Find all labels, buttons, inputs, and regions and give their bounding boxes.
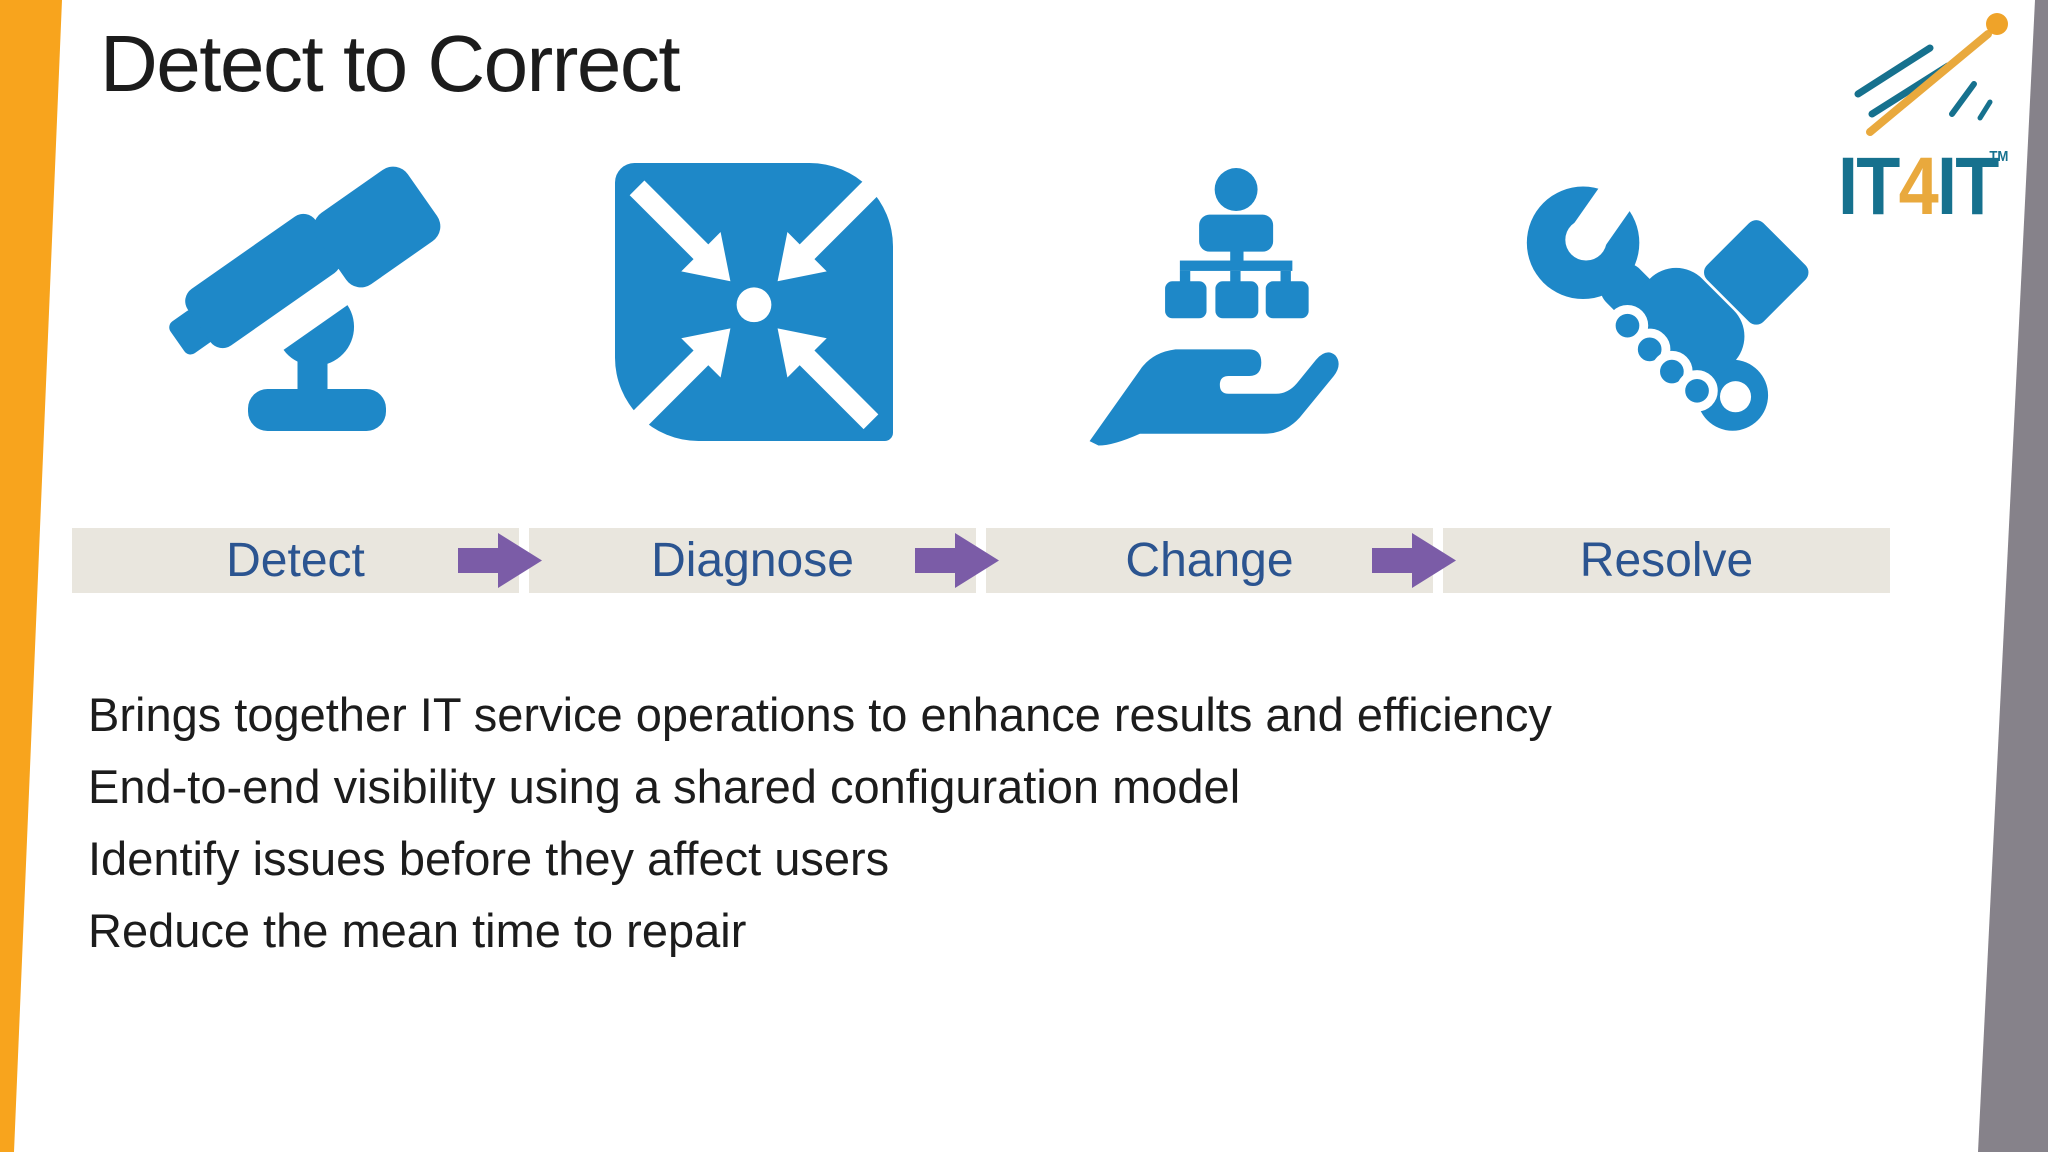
stage-icon-cell-resolve bbox=[1436, 146, 1891, 458]
bullet-line: End-to-end visibility using a shared con… bbox=[88, 760, 1241, 813]
bullet-line: Reduce the mean time to repair bbox=[88, 904, 747, 957]
stage-segment-diagnose: Diagnose bbox=[529, 528, 976, 593]
bullet-list: Brings together IT service operations to… bbox=[88, 679, 1848, 967]
stage-icons-row bbox=[72, 146, 1890, 458]
stage-icon-cell-change bbox=[981, 146, 1436, 458]
converging-arrows-icon bbox=[614, 163, 893, 441]
trademark-symbol: TM bbox=[1989, 148, 2009, 165]
stage-icon-cell-diagnose bbox=[527, 146, 982, 458]
hand-org-chart-icon bbox=[1089, 168, 1339, 446]
logo-4: 4 bbox=[1898, 141, 1939, 232]
page-title: Detect to Correct bbox=[100, 19, 681, 108]
logo-text: IT4IT TM bbox=[1838, 140, 2008, 234]
stage-icon-cell-detect bbox=[72, 146, 527, 458]
stage-label-resolve: Resolve bbox=[1579, 534, 1754, 587]
stage-label-detect: Detect bbox=[226, 534, 365, 587]
bullet-line: Brings together IT service operations to… bbox=[88, 688, 1552, 741]
comet-streaks-icon bbox=[1854, 13, 2008, 136]
stage-segment-resolve: Resolve bbox=[1443, 528, 1890, 593]
stage-segment-change: Change bbox=[986, 528, 1433, 593]
logo-it-1: IT bbox=[1838, 141, 1900, 232]
flow-arrow-icon bbox=[1372, 533, 1456, 588]
stage-label-diagnose: Diagnose bbox=[651, 534, 854, 587]
it4it-logo: IT4IT TM bbox=[1824, 2, 2042, 232]
stage-label-change: Change bbox=[1125, 534, 1294, 587]
telescope-icon bbox=[169, 166, 441, 431]
stage-segment-detect: Detect bbox=[72, 528, 519, 593]
flow-arrow-icon bbox=[915, 533, 999, 588]
wrench-in-hand-icon bbox=[1526, 154, 1809, 431]
left-accent-bar bbox=[0, 0, 62, 1152]
value-stream-band: Detect Diagnose Change Resolve bbox=[72, 528, 1890, 593]
flow-arrow-icon bbox=[458, 533, 542, 588]
logo-it-2: IT bbox=[1936, 141, 1999, 232]
bullet-line: Identify issues before they affect users bbox=[88, 832, 890, 885]
